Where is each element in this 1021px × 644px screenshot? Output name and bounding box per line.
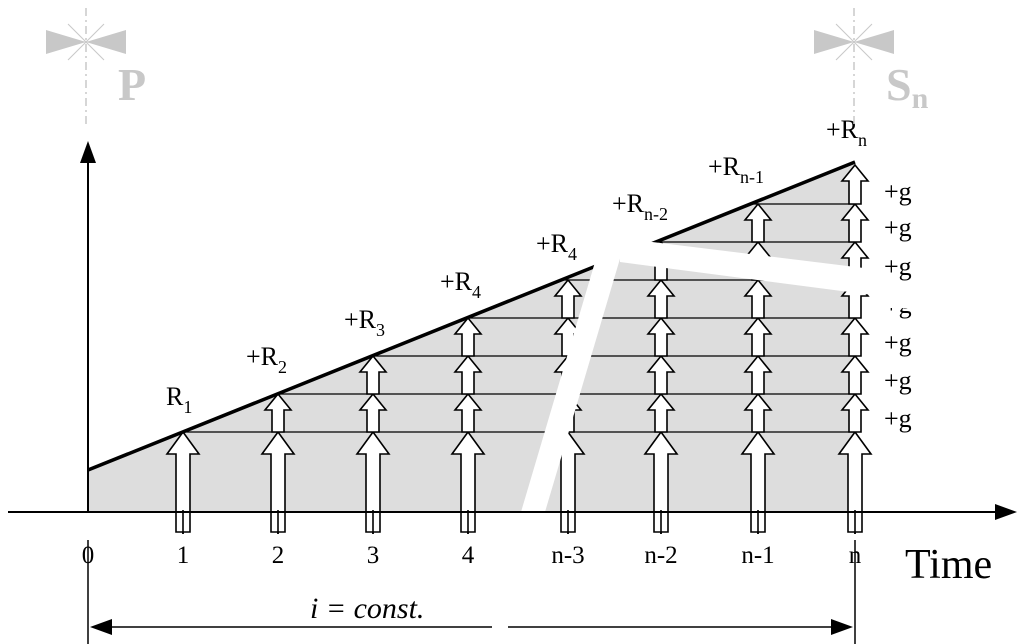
tick-label: 4 — [462, 542, 475, 569]
tick-label: n-3 — [551, 542, 584, 569]
label-increment-3: +R4 — [440, 267, 481, 302]
symbol-sn-label: Sn — [886, 59, 929, 115]
valve-cross-right-2 — [835, 23, 873, 61]
growth-arrow — [453, 354, 483, 395]
growth-arrow — [263, 392, 293, 433]
x-axis-title: Time — [905, 542, 992, 588]
symbol-p: P — [46, 8, 146, 128]
growth-arrow — [840, 163, 870, 205]
valve-icon-left-b — [86, 30, 126, 54]
growth-arrow — [743, 354, 773, 395]
interest-label: i = const. — [310, 592, 424, 625]
growth-arrow — [743, 392, 773, 433]
main-arrow — [355, 430, 391, 533]
growth-arrow — [646, 278, 676, 319]
symbol-sn: Sn — [814, 8, 929, 128]
growth-labels: +g +g +g +g +g +g +g — [884, 177, 912, 433]
label-increment-7: +Rn — [826, 115, 867, 150]
growth-arrow — [646, 354, 676, 395]
y-axis-arrowhead — [80, 141, 96, 163]
tick-label: 2 — [272, 542, 285, 569]
r-labels: R1 +R2 +R3 +R4 +R4 +Rn-2 +Rn-1 +Rn — [166, 115, 867, 417]
growth-arrow — [358, 354, 388, 395]
growth-arrow — [453, 392, 483, 433]
growth-label: +g — [884, 252, 912, 281]
growth-arrow — [646, 316, 676, 357]
growth-label: +g — [884, 213, 912, 242]
label-increment-6: +Rn-1 — [708, 152, 764, 187]
growth-arrow — [840, 202, 870, 243]
valve-icon-right — [814, 30, 854, 54]
growth-arrow — [840, 392, 870, 433]
growth-arrow — [553, 278, 583, 319]
main-arrow — [740, 430, 776, 533]
label-increment-1: +R2 — [246, 342, 287, 377]
tick-label: n-2 — [644, 542, 677, 569]
main-arrow — [643, 430, 679, 533]
growth-arrow — [358, 392, 388, 433]
x-axis-arrowhead — [995, 504, 1017, 520]
growth-arrow — [743, 316, 773, 357]
growth-label: +g — [884, 404, 912, 433]
break-band-diagonal — [521, 235, 627, 512]
label-increment-2: +R3 — [344, 305, 385, 340]
growth-arrow — [840, 316, 870, 357]
main-arrow — [165, 430, 201, 533]
valve-icon-right-b — [854, 30, 894, 54]
label-increment-4: +R4 — [536, 229, 577, 264]
growth-label: +g — [884, 366, 912, 395]
growth-arrow — [453, 316, 483, 357]
valve-icon-left — [46, 30, 86, 54]
interest-arrowhead-left — [90, 619, 112, 635]
growth-label: +g — [884, 177, 912, 206]
break-band-horizontal — [620, 238, 880, 296]
tick-label: n-1 — [741, 542, 774, 569]
label-increment-5: +Rn-2 — [612, 189, 668, 224]
growth-label-mask — [880, 286, 940, 308]
tick-label: 1 — [177, 542, 190, 569]
main-arrow — [450, 430, 486, 533]
tick-label: 3 — [367, 542, 380, 569]
growth-arrow — [840, 354, 870, 395]
main-arrow — [260, 430, 296, 533]
growth-label: +g — [884, 328, 912, 357]
symbol-p-label: P — [118, 59, 146, 110]
growth-arrow — [743, 202, 773, 243]
ramp-line — [87, 160, 856, 472]
growth-arrow — [743, 278, 773, 319]
main-arrow — [837, 430, 873, 533]
growth-arrow — [646, 392, 676, 433]
label-r1: R1 — [166, 382, 192, 417]
interest-arrowhead-right — [831, 619, 853, 635]
valve-cross-left-2 — [67, 23, 105, 61]
